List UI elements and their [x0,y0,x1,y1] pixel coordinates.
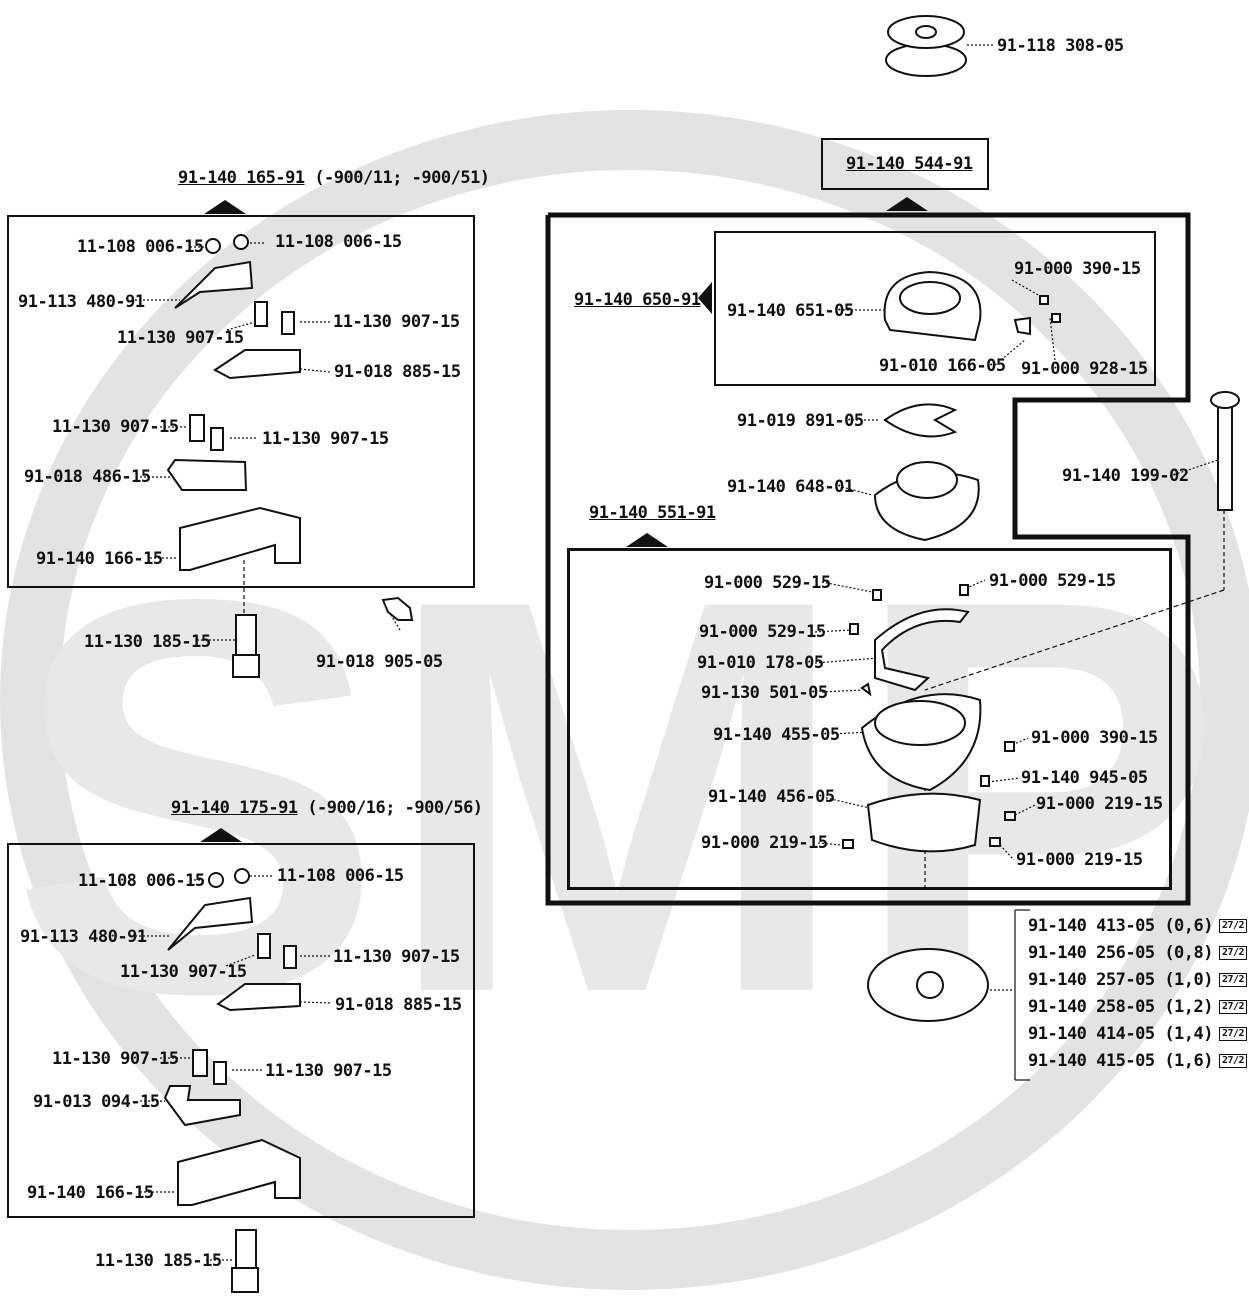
left-top-header: 91-140 165-91 (-900/11; -900/51) [178,168,490,188]
upper-group-pointer [698,282,712,314]
variant-ref-badge: 27/2 [1219,1054,1248,1068]
left-top-assembly-frame [7,215,475,588]
variant-part: 91-140 258-05 [1028,997,1155,1017]
part-label: 11-108 006-15 [78,871,205,891]
part-label: 91-018 885-15 [335,995,462,1015]
part-label: 11-130 907-15 [117,328,244,348]
plate-variant-row: 91-140 256-05 (0,8) 27/2 [1028,943,1248,963]
left-bottom-pointer [200,828,242,842]
part-label: 11-130 907-15 [265,1061,392,1081]
part-label: 91-140 199-02 [1062,466,1189,486]
part-label: 91-113 480-91 [20,927,147,947]
plate-variant-row: 91-140 414-05 (1,4) 27/2 [1028,1024,1248,1044]
left-top-pointer [204,200,246,214]
variant-size: (1,6) [1164,1051,1213,1071]
variant-size: (1,0) [1164,970,1213,990]
part-label: 11-130 907-15 [333,947,460,967]
part-label: 91-010 166-05 [879,356,1006,376]
part-label: 91-000 219-15 [1016,850,1143,870]
part-label: 91-018 486-15 [24,467,151,487]
part-label: 91-000 390-15 [1031,728,1158,748]
part-label: 91-010 178-05 [697,653,824,673]
part-label: 91-000 928-15 [1021,359,1148,379]
part-label: 91-000 529-15 [989,571,1116,591]
part-label: 91-140 456-05 [708,787,835,807]
part-label: 91-140 651-05 [727,301,854,321]
variant-size: (0,8) [1164,943,1213,963]
variant-part: 91-140 413-05 [1028,916,1155,936]
left-bottom-header-part: 91-140 175-91 [171,798,298,818]
variant-size: (1,4) [1164,1024,1213,1044]
upper-group-frame [714,231,1156,386]
variant-ref-badge: 27/2 [1219,946,1248,960]
top-assembly-pointer [886,197,928,211]
variant-size: (1,2) [1164,997,1213,1017]
left-top-header-note: (-900/11; -900/51) [314,168,490,188]
bobbin-label: 91-118 308-05 [997,36,1124,56]
variant-size: (0,6) [1164,916,1213,936]
part-label: 91-013 094-15 [33,1092,160,1112]
part-label: 11-130 907-15 [262,429,389,449]
part-label: 11-130 185-15 [95,1251,222,1271]
variant-part: 91-140 256-05 [1028,943,1155,963]
part-label: 91-113 480-91 [18,292,145,312]
left-bottom-assembly-frame [7,843,475,1218]
plate-variant-row: 91-140 413-05 (0,6) 27/2 [1028,916,1248,936]
part-label: 91-000 529-15 [704,573,831,593]
part-label: 91-130 501-05 [701,683,828,703]
part-label: 11-130 907-15 [120,962,247,982]
part-label: 91-018 885-15 [334,362,461,382]
left-top-header-part: 91-140 165-91 [178,168,305,188]
variant-ref-badge: 27/2 [1219,1000,1248,1014]
part-label: 91-140 166-15 [36,549,163,569]
part-label: 91-019 891-05 [737,411,864,431]
part-label: 91-000 529-15 [699,622,826,642]
part-label: 91-140 455-05 [713,725,840,745]
part-label: 11-108 006-15 [277,866,404,886]
top-header-box [821,138,989,190]
part-label: 11-130 185-15 [84,632,211,652]
part-label: 91-140 166-15 [27,1183,154,1203]
variant-part: 91-140 414-05 [1028,1024,1155,1044]
variant-ref-badge: 27/2 [1219,973,1248,987]
lower-group-label: 91-140 551-91 [589,503,716,523]
variant-part: 91-140 257-05 [1028,970,1155,990]
part-label: 91-140 648-01 [727,477,854,497]
part-label: 91-018 905-05 [316,652,443,672]
part-label: 11-130 907-15 [52,417,179,437]
part-label: 91-140 945-05 [1021,768,1148,788]
part-label: 11-108 006-15 [77,237,204,257]
part-label: 91-000 390-15 [1014,259,1141,279]
variant-part: 91-140 415-05 [1028,1051,1155,1071]
lower-group-pointer [626,533,668,547]
plate-variant-row: 91-140 257-05 (1,0) 27/2 [1028,970,1248,990]
part-label: 91-000 219-15 [701,833,828,853]
part-label: 11-130 907-15 [333,312,460,332]
left-bottom-header: 91-140 175-91 (-900/16; -900/56) [171,798,483,818]
part-label: 11-108 006-15 [275,232,402,252]
variant-ref-badge: 27/2 [1219,1027,1248,1041]
left-bottom-header-note: (-900/16; -900/56) [307,798,483,818]
plate-variant-row: 91-140 258-05 (1,2) 27/2 [1028,997,1248,1017]
plate-variant-row: 91-140 415-05 (1,6) 27/2 [1028,1051,1248,1071]
part-label: 11-130 907-15 [52,1049,179,1069]
plate-variant-list: 91-140 413-05 (0,6) 27/2 91-140 256-05 (0… [1028,916,1248,1071]
upper-group-label: 91-140 650-91 [574,290,701,310]
part-label: 91-000 219-15 [1036,794,1163,814]
lower-group-frame [567,548,1172,890]
top-header-label: 91-140 544-91 [846,154,973,174]
variant-ref-badge: 27/2 [1219,919,1248,933]
